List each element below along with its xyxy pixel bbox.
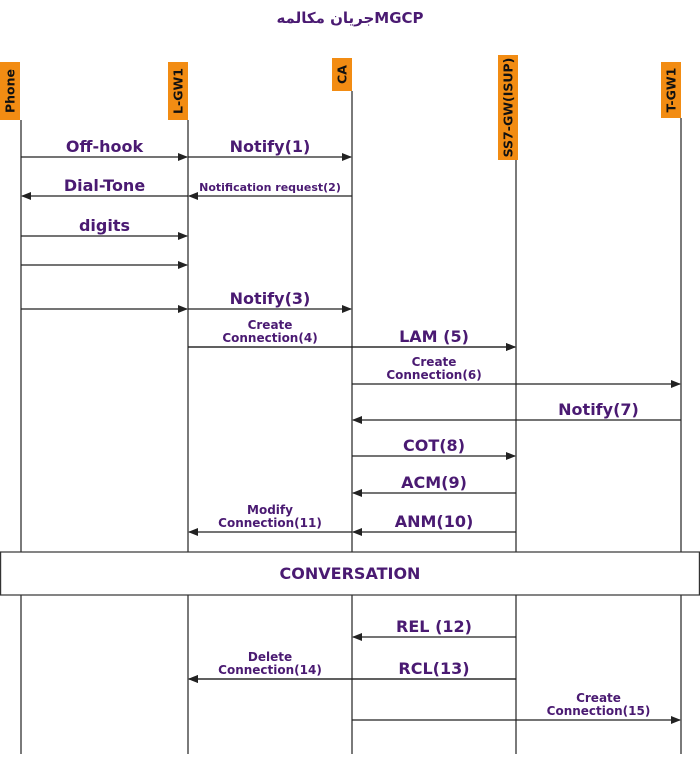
- message-label: Notification request(2): [199, 181, 341, 194]
- message-label: Off-hook: [66, 137, 144, 156]
- message-label: Connection(14): [218, 663, 322, 677]
- message-label: LAM (5): [399, 327, 469, 346]
- message-label: REL (12): [396, 617, 472, 636]
- message-label: ACM(9): [401, 473, 467, 492]
- message-label: Connection(15): [547, 704, 651, 718]
- message-label: Dial-Tone: [64, 176, 146, 195]
- participant-box-phone: [0, 62, 20, 120]
- message-label: Create: [412, 355, 457, 369]
- message-label: Notify(3): [230, 289, 311, 308]
- message-label: Connection(11): [218, 516, 322, 530]
- participant-box-tgw1: [661, 62, 681, 118]
- participant-box-ca: [332, 58, 352, 91]
- participant-box-lgw1: [168, 62, 188, 120]
- message-label: Connection(4): [222, 331, 317, 345]
- message-label: Notify(1): [230, 137, 311, 156]
- diagram-title: جریان مکالمهMGCP: [276, 9, 423, 27]
- message-label: digits: [79, 216, 130, 235]
- participant-label-lgw1: L-GW1: [171, 68, 186, 114]
- participant-label-phone: Phone: [3, 69, 18, 113]
- message-label: Notify(7): [558, 400, 639, 419]
- message-label: Create: [576, 691, 621, 705]
- message-label: ANM(10): [395, 512, 474, 531]
- message-label: Create: [248, 318, 293, 332]
- message-label: COT(8): [403, 436, 465, 455]
- message-label: Modify: [247, 503, 293, 517]
- participant-label-ss7: SS7-GW(ISUP): [501, 58, 516, 158]
- conversation-box: [0, 551, 700, 596]
- participant-label-ca: CA: [335, 65, 350, 84]
- message-label: Connection(6): [386, 368, 481, 382]
- participant-box-ss7: [498, 55, 518, 160]
- conversation-label: CONVERSATION: [280, 564, 421, 583]
- message-label: Delete: [248, 650, 292, 664]
- participant-label-tgw1: T-GW1: [664, 68, 679, 113]
- message-label: RCL(13): [398, 659, 469, 678]
